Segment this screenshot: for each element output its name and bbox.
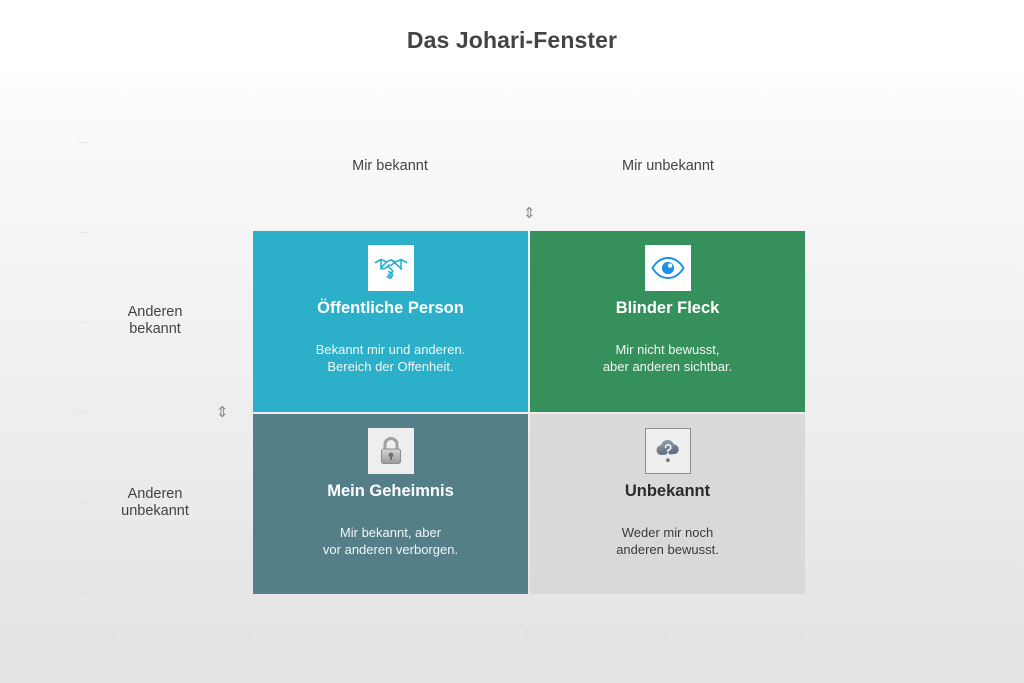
quadrant-description-line2: Bereich der Offenheit. [327,359,454,374]
guide-tick [78,592,87,593]
row-header-unknown-to-others-line2: unbekannt [121,503,189,519]
johari-window-grid: Öffentliche Person Bekannt mir und ander… [253,231,805,594]
quadrant-description-line1: Mir nicht bewusst, [615,342,720,357]
handshake-icon [367,245,414,291]
quadrant-unknown[interactable]: Unbekannt Weder mir noch anderen bewusst… [530,414,805,594]
guide-tick [78,322,87,323]
guide-baseline [95,632,975,633]
guide-tick [940,628,941,637]
vertical-splitter-handle[interactable]: ⇕ [523,205,536,222]
page-title: Das Johari-Fenster [406,27,618,53]
horizontal-splitter-handle[interactable]: ⇕ [216,404,229,421]
quadrant-description-line1: Weder mir noch [621,525,714,540]
quadrant-description-line1: Mir bekannt, aber [339,525,442,540]
guide-tick [526,628,527,637]
guide-tick [802,628,803,637]
quadrant-title: Unbekannt [624,482,711,500]
row-header-known-to-others: Anderen bekannt [80,304,230,338]
guide-tick [250,628,251,637]
guide-tick [664,628,665,637]
guide-tick [78,502,87,503]
row-header-known-to-others-line1: Anderen [127,304,183,320]
quadrant-my-secret[interactable]: Mein Geheimnis Mir bekannt, aber vor and… [253,414,528,594]
quadrant-description-line2: aber anderen sichtbar. [602,359,733,374]
quadrant-description: Mir bekannt, aber vor anderen verborgen. [323,524,458,558]
quadrant-description-line2: vor anderen verborgen. [322,542,459,557]
guide-tick [388,628,389,637]
lock-icon [367,428,414,474]
guide-tick [78,232,87,233]
cloud-question-icon [644,428,691,474]
quadrant-public-person[interactable]: Öffentliche Person Bekannt mir und ander… [253,231,528,412]
quadrant-description: Mir nicht bewusst, aber anderen sichtbar… [603,341,732,375]
quadrant-description: Weder mir noch anderen bewusst. [616,524,719,558]
eye-icon [644,245,691,291]
row-header-unknown-to-others: Anderen unbekannt [80,486,230,520]
quadrant-title: Mein Geheimnis [327,482,454,500]
quadrant-title: Blinder Fleck [615,299,720,317]
column-header-unknown-to-self: Mir unbekannt [622,158,714,174]
row-header-known-to-others-line2: bekannt [129,321,181,337]
row-header-unknown-to-others-line1: Anderen [127,486,183,502]
quadrant-description-line1: Bekannt mir und anderen. [315,342,466,357]
quadrant-blind-spot[interactable]: Blinder Fleck Mir nicht bewusst, aber an… [530,231,805,412]
quadrant-description: Bekannt mir und anderen. Bereich der Off… [316,341,466,375]
guide-tick [78,142,87,143]
guide-tick [78,412,87,413]
quadrant-description-line2: anderen bewusst. [616,542,719,557]
quadrant-title: Öffentliche Person [317,299,464,317]
guide-tick [112,628,113,637]
column-header-known-to-self: Mir bekannt [352,158,428,174]
